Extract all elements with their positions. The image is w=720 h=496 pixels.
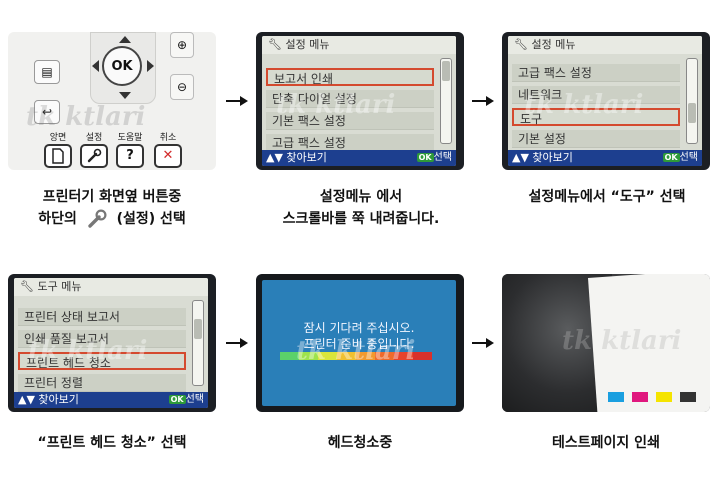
step-5-caption: 헤드청소중 <box>327 435 393 451</box>
lcd-tools-menu: 🔧︎ 도구 메뉴 프린터 상태 보고서 인쇄 품질 보고서 프린트 헤드 청소 … <box>8 274 216 412</box>
right-arrow-icon <box>147 60 154 72</box>
lcd-row-selected: 도구 <box>512 108 680 126</box>
lcd-head-cleaning: 잠시 기다려 주십시오. 프린터 준비 중입니다. tk ktlari <box>256 274 464 412</box>
left-arrow-icon <box>92 60 99 72</box>
arrow-right-icon <box>472 96 494 106</box>
updown-icon: ▲▼ <box>512 151 529 164</box>
updown-icon: ▲▼ <box>18 393 35 406</box>
black-swatch <box>680 392 696 402</box>
cleaning-line-2: 프린터 준비 중입니다. <box>303 337 415 351</box>
button-label-cancel: 취소 <box>159 133 177 143</box>
help-icon: ? <box>116 144 144 168</box>
test-page-photo: tk ktlari <box>502 274 710 412</box>
footer-ok-chip: OK <box>662 153 680 162</box>
lcd-row: 단축 다이얼 설정 <box>266 90 434 108</box>
wrench-icon <box>88 209 107 228</box>
magenta-swatch <box>632 392 648 402</box>
lcd-scrollbar <box>192 300 204 386</box>
zoom-in-icon: ⊕ <box>170 32 194 58</box>
lcd-row: 인쇄 품질 보고서 <box>18 330 186 348</box>
wrench-icon: 🔧︎ <box>514 38 528 51</box>
wrench-icon <box>80 144 108 168</box>
lcd-row: 기본 설정 <box>512 130 680 148</box>
step-4-caption: “프린트 헤드 청소” 선택 <box>37 435 187 451</box>
down-arrow-icon <box>119 92 131 99</box>
lcd-header-title: 설정 메뉴 <box>285 38 330 51</box>
footer-browse: 찾아보기 <box>38 393 79 406</box>
cleaning-progress-bar <box>280 352 432 360</box>
lcd-row: 고급 팩스 설정 <box>512 64 680 82</box>
lcd-row: 네트워크 <box>512 86 680 104</box>
lcd-row-selected: 보고서 인쇄 <box>266 68 434 86</box>
wrench-icon: 🔧︎ <box>268 38 282 51</box>
step-1-caption-line-1: 프린터기 화면옆 버튼중 <box>42 189 182 205</box>
button-label-settings: 설정 <box>85 133 103 143</box>
footer-ok-chip: OK <box>416 153 434 162</box>
footer-ok-chip: OK <box>168 395 186 404</box>
printer-control-panel-photo: ▤ ↩ OK ⊕ ⊖ 앙면 설정 도움말 취소 ? ✕ tk ktlari <box>8 32 216 170</box>
step-1-caption: 프린터기 화면옆 버튼중 하단의 (설정) 선택 <box>8 186 216 230</box>
step-2-caption-line-2: 스크롤바를 쭉 내려줍니다. <box>282 211 440 227</box>
cancel-icon: ✕ <box>154 144 182 168</box>
zoom-out-icon: ⊖ <box>170 74 194 100</box>
footer-select: 선택 <box>433 152 452 163</box>
cyan-swatch <box>608 392 624 402</box>
footer-select: 선택 <box>679 152 698 163</box>
lcd-row: 프린터 상태 보고서 <box>18 308 186 326</box>
step-1-caption-line-2: 하단의 (설정) 선택 <box>8 208 216 230</box>
lcd-row: 기본 팩스 설정 <box>266 112 434 130</box>
footer-select: 선택 <box>185 394 204 405</box>
updown-icon: ▲▼ <box>266 151 283 164</box>
lcd-row-selected: 프린트 헤드 청소 <box>18 352 186 370</box>
step-6-caption: 테스트페이지 인쇄 <box>552 435 660 451</box>
ok-button: OK <box>102 46 142 86</box>
lcd-header: 🔧︎ 설정 메뉴 <box>262 36 456 54</box>
step-3-caption: 설정메뉴에서 “도구” 선택 <box>528 189 686 205</box>
lcd-row: 프린터 정렬 <box>18 374 186 392</box>
step-2-caption: 설정메뉴 에서 스크롤바를 쭉 내려줍니다. <box>246 186 476 230</box>
lcd-settings-menu-top: 🔧︎ 설정 메뉴 보고서 인쇄 단축 다이얼 설정 기본 팩스 설정 고급 팩스… <box>256 32 464 170</box>
wrench-icon: 🔧︎ <box>20 280 34 293</box>
footer-browse: 찾아보기 <box>286 151 327 164</box>
lcd-scrollbar <box>440 58 452 144</box>
arrow-right-icon <box>472 338 494 348</box>
cleaning-line-1: 잠시 기다려 주십시오. <box>303 321 415 335</box>
lcd-header: 🔧︎ 설정 메뉴 <box>508 36 702 54</box>
cleaning-message: 잠시 기다려 주십시오. 프린터 준비 중입니다. <box>262 320 456 352</box>
lcd-settings-menu-scrolled: 🔧︎ 설정 메뉴 고급 팩스 설정 네트워크 도구 기본 설정 ▲▼ 찾아보기 … <box>502 32 710 170</box>
button-label-help: 도움말 <box>117 133 143 143</box>
document-icon <box>44 144 72 168</box>
arrow-right-icon <box>226 338 248 348</box>
document-feed-icon: ▤ <box>34 60 60 84</box>
button-label-duplex: 앙면 <box>49 133 67 143</box>
lcd-header-title: 도구 메뉴 <box>37 280 82 293</box>
lcd-header: 🔧︎ 도구 메뉴 <box>14 278 208 296</box>
lcd-header-title: 설정 메뉴 <box>531 38 576 51</box>
yellow-swatch <box>656 392 672 402</box>
step-2-caption-line-1: 설정메뉴 에서 <box>319 189 403 205</box>
back-icon: ↩ <box>34 100 60 124</box>
footer-browse: 찾아보기 <box>532 151 573 164</box>
arrow-right-icon <box>226 96 248 106</box>
up-arrow-icon <box>119 36 131 43</box>
lcd-scrollbar <box>686 58 698 144</box>
